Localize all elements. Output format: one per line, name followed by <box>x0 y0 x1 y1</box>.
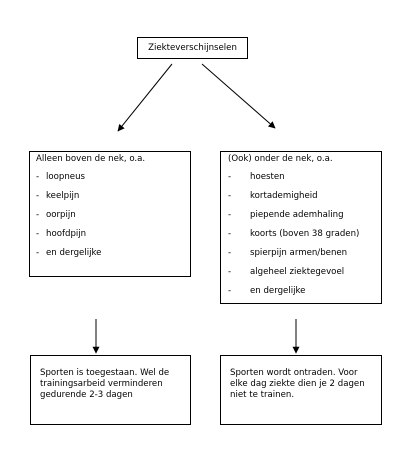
list-item: kortademigheid <box>228 191 374 202</box>
right-heading: (Ook) onder de nek, o.a. <box>228 154 333 164</box>
left-outcome-box: Sporten is toegestaan. Wel de trainingsa… <box>30 355 191 425</box>
list-item: piepende ademhaling <box>228 210 374 221</box>
root-node: Ziekteverschijnselen <box>137 37 248 59</box>
right-symptom-list: hoesten kortademigheid piepende ademhali… <box>228 172 374 297</box>
right-outcome-box: Sporten wordt ontraden. Voor elke dag zi… <box>220 355 382 425</box>
arrow-root-to-left <box>117 63 173 132</box>
list-item: en dergelijke <box>36 248 184 259</box>
left-heading: Alleen boven de nek, o.a. <box>36 154 146 164</box>
list-item: spierpijn armen/benen <box>228 248 374 259</box>
root-label: Ziekteverschijnselen <box>148 43 237 53</box>
list-item: oorpijn <box>36 210 184 221</box>
list-item: en dergelijke <box>228 286 374 297</box>
list-item: koorts (boven 38 graden) <box>228 229 374 240</box>
list-item: loopneus <box>36 172 184 183</box>
left-outcome-text: Sporten is toegestaan. Wel de trainingsa… <box>40 368 170 400</box>
right-outcome-text: Sporten wordt ontraden. Voor elke dag zi… <box>230 368 365 400</box>
list-item: keelpijn <box>36 191 184 202</box>
right-symptoms-box: (Ook) onder de nek, o.a. hoesten kortade… <box>220 151 382 304</box>
left-symptoms-box: Alleen boven de nek, o.a. loopneus keelp… <box>29 151 191 277</box>
left-symptom-list: loopneus keelpijn oorpijn hoofdpijn en d… <box>36 172 184 259</box>
list-item: algeheel ziektegevoel <box>228 267 374 278</box>
list-item: hoesten <box>228 172 374 183</box>
list-item: hoofdpijn <box>36 229 184 240</box>
arrow-root-to-right <box>201 63 276 129</box>
